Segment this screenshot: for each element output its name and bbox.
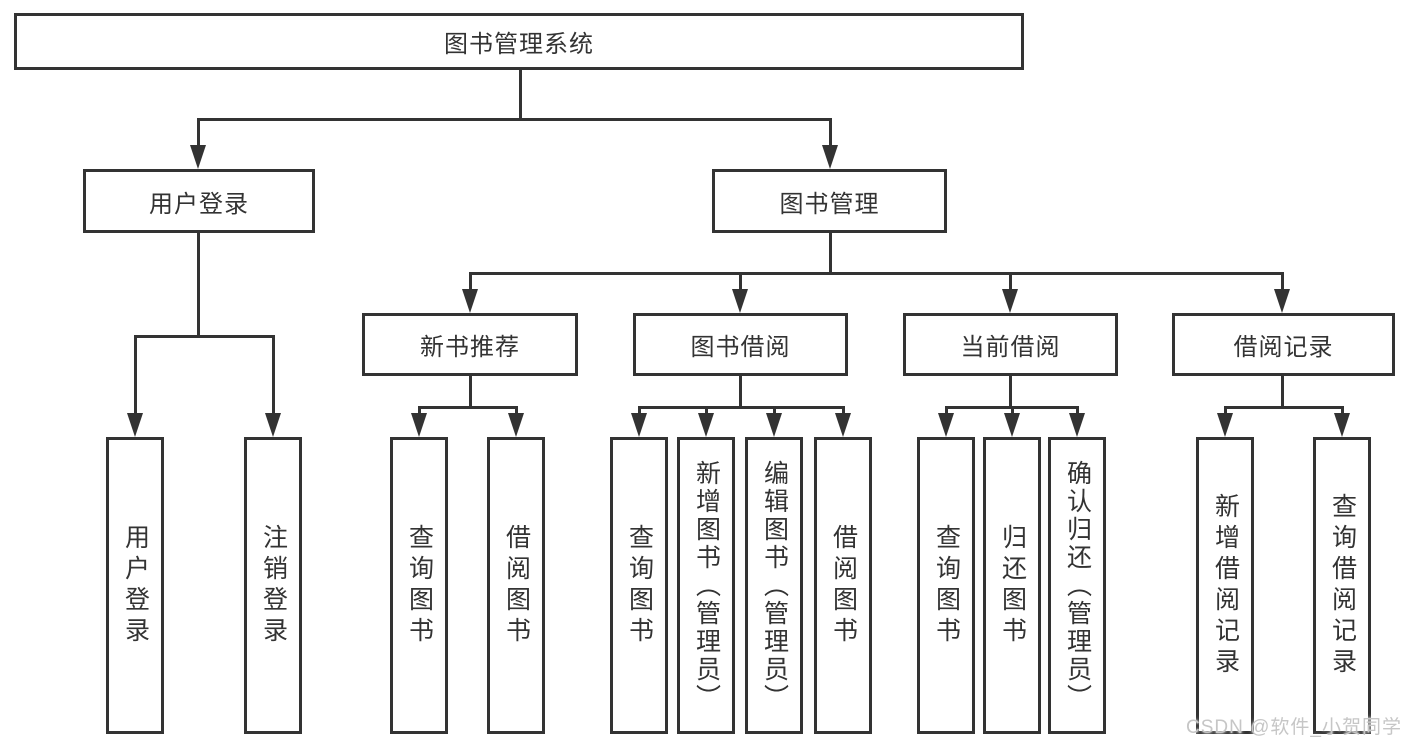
arrow-down-icon <box>127 413 143 437</box>
node-label: 借阅记录 <box>1233 334 1334 361</box>
connector-line <box>1280 273 1284 292</box>
connector-line <box>196 233 200 337</box>
arrow-down-icon <box>766 413 782 437</box>
node-book-management: 图书管理 <box>712 169 947 233</box>
node-label: 图书管理 <box>779 190 880 218</box>
node-label: 借阅图书 <box>829 523 858 648</box>
leaf-user-login: 用户登录 <box>106 437 164 734</box>
node-label: 查询图书 <box>405 523 434 648</box>
connector-line <box>514 407 518 416</box>
connector-line <box>944 407 948 416</box>
node-current-borrowing: 当前借阅 <box>903 313 1118 376</box>
node-label: 查询借阅记录 <box>1328 492 1357 679</box>
node-book-borrowing: 图书借阅 <box>633 313 848 376</box>
arrow-down-icon <box>462 289 478 313</box>
arrow-down-icon <box>1334 413 1350 437</box>
arrow-down-icon <box>190 145 206 169</box>
node-label: 当前借阅 <box>960 334 1061 361</box>
node-label: 用户登录 <box>149 190 249 218</box>
node-label: 图书借阅 <box>690 334 791 361</box>
leaf-return-book: 归还图书 <box>983 437 1041 734</box>
arrow-down-icon <box>938 413 954 437</box>
node-label: 查询图书 <box>625 523 654 648</box>
node-label: 新增借阅记录 <box>1211 492 1240 679</box>
node-new-book-recommendation: 新书推荐 <box>362 313 578 376</box>
connector-line <box>133 334 275 338</box>
arrow-down-icon <box>265 413 281 437</box>
connector-line <box>738 376 742 408</box>
connector-line <box>772 407 776 416</box>
connector-line <box>196 117 832 121</box>
arrow-down-icon <box>732 289 748 313</box>
leaf-add-book-admin: 新增图书（管理员） <box>677 437 735 734</box>
connector-line <box>1010 407 1014 416</box>
node-label: 编辑图书（管理员） <box>760 459 789 712</box>
node-user-login: 用户登录 <box>83 169 315 233</box>
connector-line <box>738 273 742 292</box>
arrow-down-icon <box>631 413 647 437</box>
leaf-query-books-recommend: 查询图书 <box>390 437 448 734</box>
connector-line <box>468 376 472 408</box>
node-label: 新增图书（管理员） <box>692 459 721 712</box>
watermark: CSDN @软件_小贺同学 <box>1186 717 1402 738</box>
connector-line <box>417 407 421 416</box>
connector-line <box>1340 407 1344 416</box>
connector-line <box>1075 407 1079 416</box>
leaf-borrow-books-recommend: 借阅图书 <box>487 437 545 734</box>
node-label: 确认归还（管理员） <box>1063 459 1092 712</box>
node-borrowing-records: 借阅记录 <box>1172 313 1395 376</box>
node-label: 注销登录 <box>259 523 288 648</box>
arrow-down-icon <box>1217 413 1233 437</box>
connector-line <box>518 70 522 120</box>
connector-line <box>196 119 200 148</box>
connector-line <box>417 405 518 409</box>
connector-line <box>637 407 641 416</box>
arrow-down-icon <box>411 413 427 437</box>
connector-line <box>271 336 275 416</box>
node-label: 归还图书 <box>998 523 1027 648</box>
arrow-down-icon <box>1274 289 1290 313</box>
node-library-management-system: 图书管理系统 <box>14 13 1024 70</box>
node-label: 借阅图书 <box>502 523 531 648</box>
connector-line <box>944 405 1079 409</box>
leaf-query-books-current: 查询图书 <box>917 437 975 734</box>
leaf-borrow-books-borrowing: 借阅图书 <box>814 437 872 734</box>
arrow-down-icon <box>1002 289 1018 313</box>
connector-line <box>1280 376 1284 408</box>
leaf-logout: 注销登录 <box>244 437 302 734</box>
connector-line <box>1223 407 1227 416</box>
connector-line <box>637 405 845 409</box>
connector-line <box>828 119 832 148</box>
arrow-down-icon <box>1069 413 1085 437</box>
leaf-confirm-return-admin: 确认归还（管理员） <box>1048 437 1106 734</box>
leaf-query-borrow-record: 查询借阅记录 <box>1313 437 1371 734</box>
connector-line <box>468 273 472 292</box>
arrow-down-icon <box>835 413 851 437</box>
leaf-edit-book-admin: 编辑图书（管理员） <box>745 437 803 734</box>
node-label: 新书推荐 <box>420 334 520 361</box>
leaf-query-books-borrowing: 查询图书 <box>610 437 668 734</box>
connector-line <box>841 407 845 416</box>
connector-line <box>1223 405 1344 409</box>
connector-line <box>133 336 137 416</box>
connector-line <box>468 271 1284 275</box>
leaf-add-borrow-record: 新增借阅记录 <box>1196 437 1254 734</box>
connector-line <box>704 407 708 416</box>
arrow-down-icon <box>698 413 714 437</box>
node-label: 查询图书 <box>932 523 961 648</box>
arrow-down-icon <box>1004 413 1020 437</box>
arrow-down-icon <box>508 413 524 437</box>
connector-line <box>1008 376 1012 408</box>
connector-line <box>828 233 832 274</box>
node-label: 图书管理系统 <box>444 31 594 58</box>
connector-line <box>1008 273 1012 292</box>
arrow-down-icon <box>822 145 838 169</box>
node-label: 用户登录 <box>121 523 150 648</box>
